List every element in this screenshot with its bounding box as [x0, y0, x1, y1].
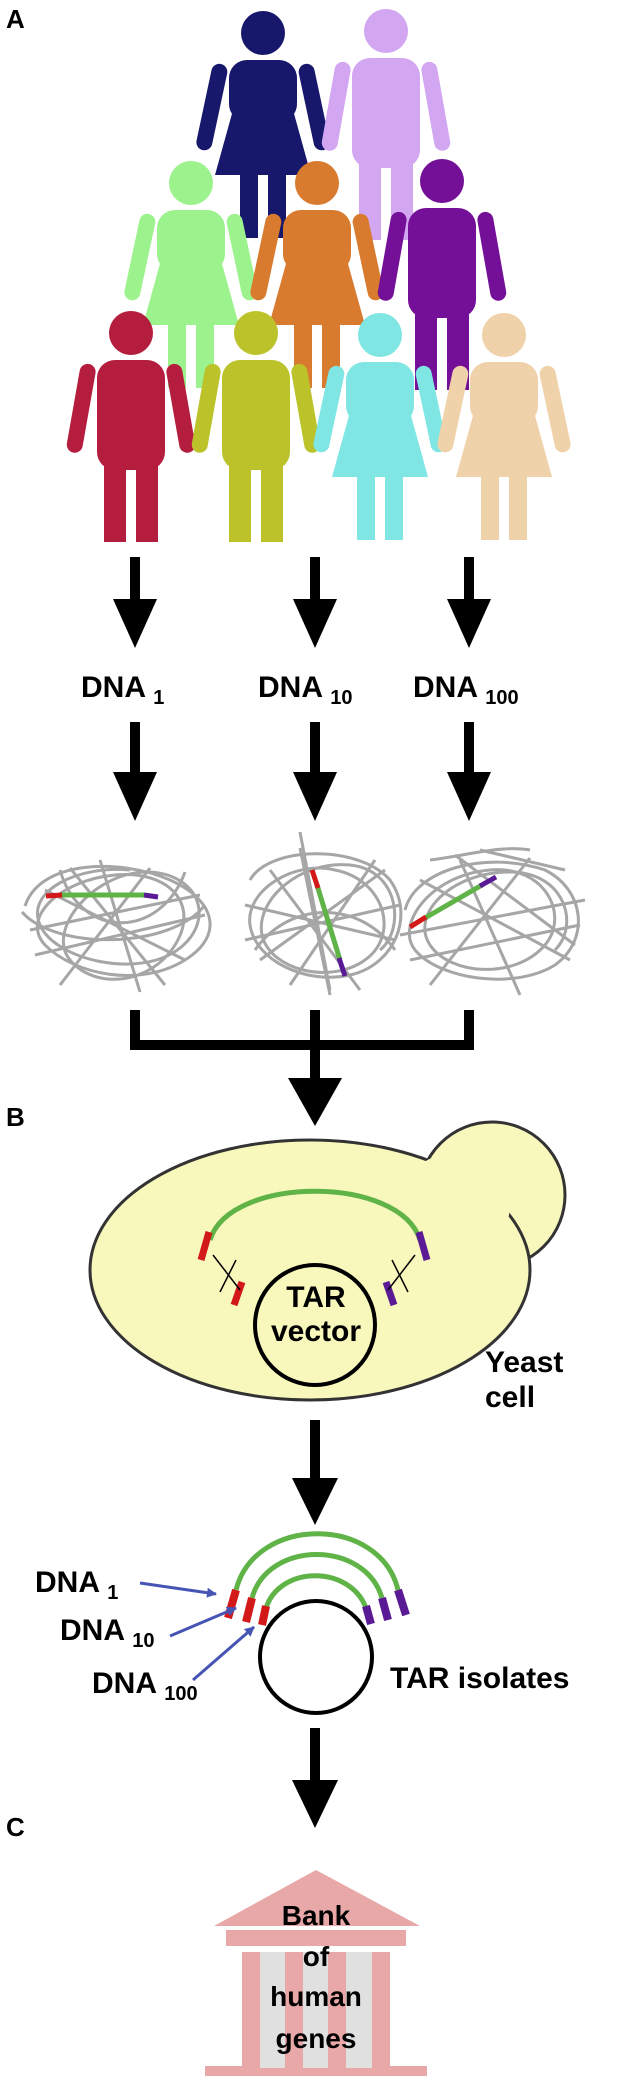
arrow-isolates-to-bank — [292, 1728, 338, 1828]
tar-vector-label-line2: vector — [271, 1315, 361, 1348]
tar-vector-label-line1: TAR — [286, 1281, 346, 1314]
bank-columns-backdrop — [242, 1952, 390, 2068]
person-9 — [437, 313, 571, 540]
pool-connector — [130, 1010, 474, 1126]
tar-isolates-label: TAR isolates — [390, 1662, 570, 1695]
dna-label-100: DNA 100 — [413, 671, 519, 709]
yeast-cell-label-line2: cell — [485, 1381, 535, 1414]
person-6 — [66, 311, 196, 542]
genome-tangle-2 — [244, 831, 403, 996]
yeast-cell-label-line1: Yeast — [485, 1346, 563, 1379]
insert-1 — [45, 892, 159, 900]
bank-label-line4: genes — [276, 2023, 357, 2054]
arrows-people-to-dna — [113, 557, 491, 648]
person-3 — [124, 161, 258, 388]
isolate-label-dna-100: DNA 100 — [92, 1667, 198, 1705]
panel-label-b: B — [6, 1102, 25, 1132]
arrows-dna-to-genome — [113, 722, 491, 821]
panel-label-a: A — [6, 4, 25, 34]
arrow-cell-to-isolates — [292, 1420, 338, 1525]
person-4 — [250, 161, 384, 388]
person-2 — [321, 9, 451, 240]
bank-columns — [242, 1952, 390, 2068]
bank-label-line2: of — [303, 1941, 330, 1972]
dna-label-1: DNA 1 — [81, 671, 164, 709]
yeast-bud-join — [400, 1153, 510, 1257]
insert-3 — [408, 874, 498, 930]
insert-2 — [309, 869, 348, 977]
bank-label-line3: human — [270, 1981, 362, 2012]
genome-tangle-3 — [399, 847, 586, 996]
genome-tangle-1 — [20, 859, 212, 993]
dna-label-10: DNA 10 — [258, 671, 352, 709]
person-8 — [313, 313, 447, 540]
person-7 — [191, 311, 321, 542]
tar-vector — [197, 1188, 431, 1387]
panel-label-c: C — [6, 1812, 25, 1842]
isolate-label-dna-10: DNA 10 — [60, 1614, 154, 1652]
isolate-label-dna-1: DNA 1 — [35, 1566, 118, 1604]
isolate-pointer-arrows — [139, 1581, 255, 1682]
bank-label-line1: Bank — [282, 1900, 351, 1931]
population-group — [66, 9, 571, 542]
person-1 — [196, 11, 330, 238]
tar-isolates — [224, 1531, 410, 1715]
